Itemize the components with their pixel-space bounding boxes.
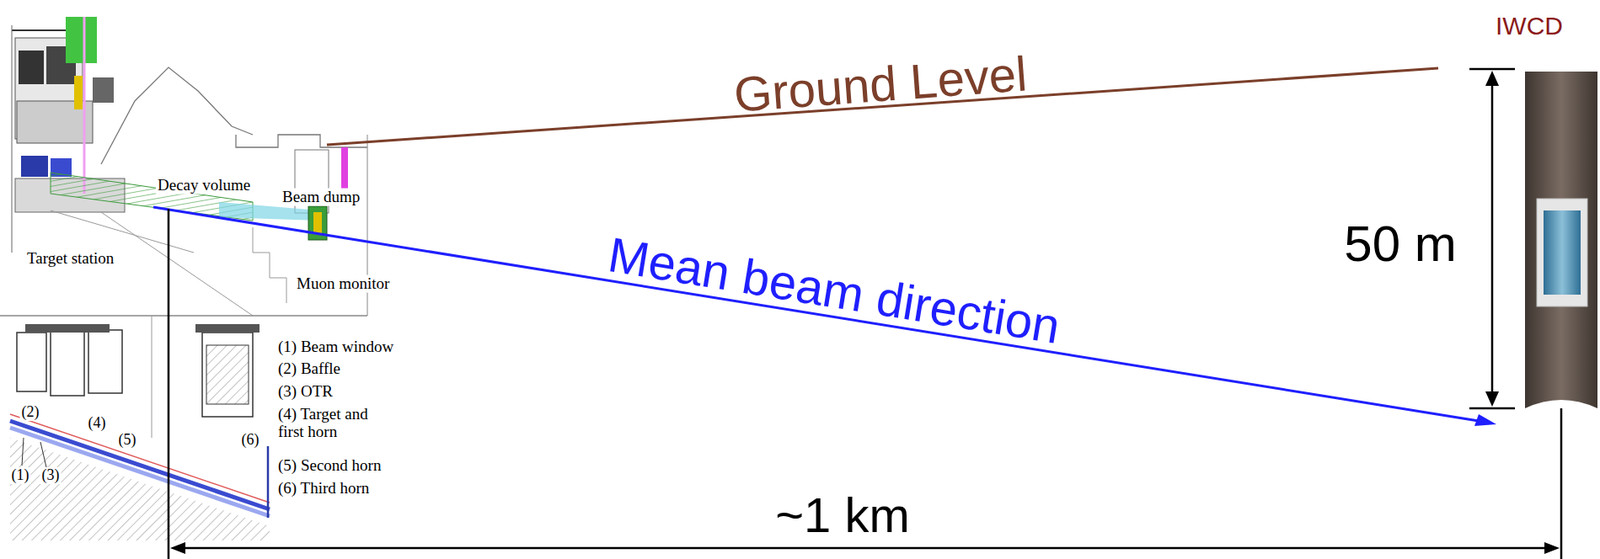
callout-number: (2) [20,404,42,422]
part-name: Target station [25,250,116,268]
ground-label: Ground Level [732,46,1029,122]
callout-number: (6) [240,432,262,450]
legend-item: (5) Second horn [276,457,383,476]
dimension-label: 50 m [1343,216,1456,273]
legend-item: (4) Target and first horn [276,406,380,442]
part-name: Beam dump [280,188,362,207]
part-name: Decay volume [155,176,252,195]
beam-arrow [153,207,1479,422]
legend-item: (1) Beam window [276,338,396,357]
beam-label: Mean beam direction [604,227,1065,354]
legend-item: (3) OTR [276,383,335,402]
legend-item: (6) Third horn [276,480,371,498]
callout-number: (1) [10,467,32,485]
height-dimension [1469,69,1515,409]
beamline-drawing [0,16,368,316]
legend-item: (2) Baffle [276,360,343,379]
inset-drawing [10,315,270,541]
part-name: Muon monitor [294,275,391,294]
distance-dimension [168,208,1562,559]
callout-number: (5) [117,432,139,450]
iwcd-shaft [1525,71,1598,409]
detector-name: IWCD [1495,11,1563,40]
arrow-head [1474,414,1497,427]
callout-number: (4) [86,415,108,433]
dimension-label: ~1 km [775,488,910,543]
callout-number: (3) [40,467,62,485]
